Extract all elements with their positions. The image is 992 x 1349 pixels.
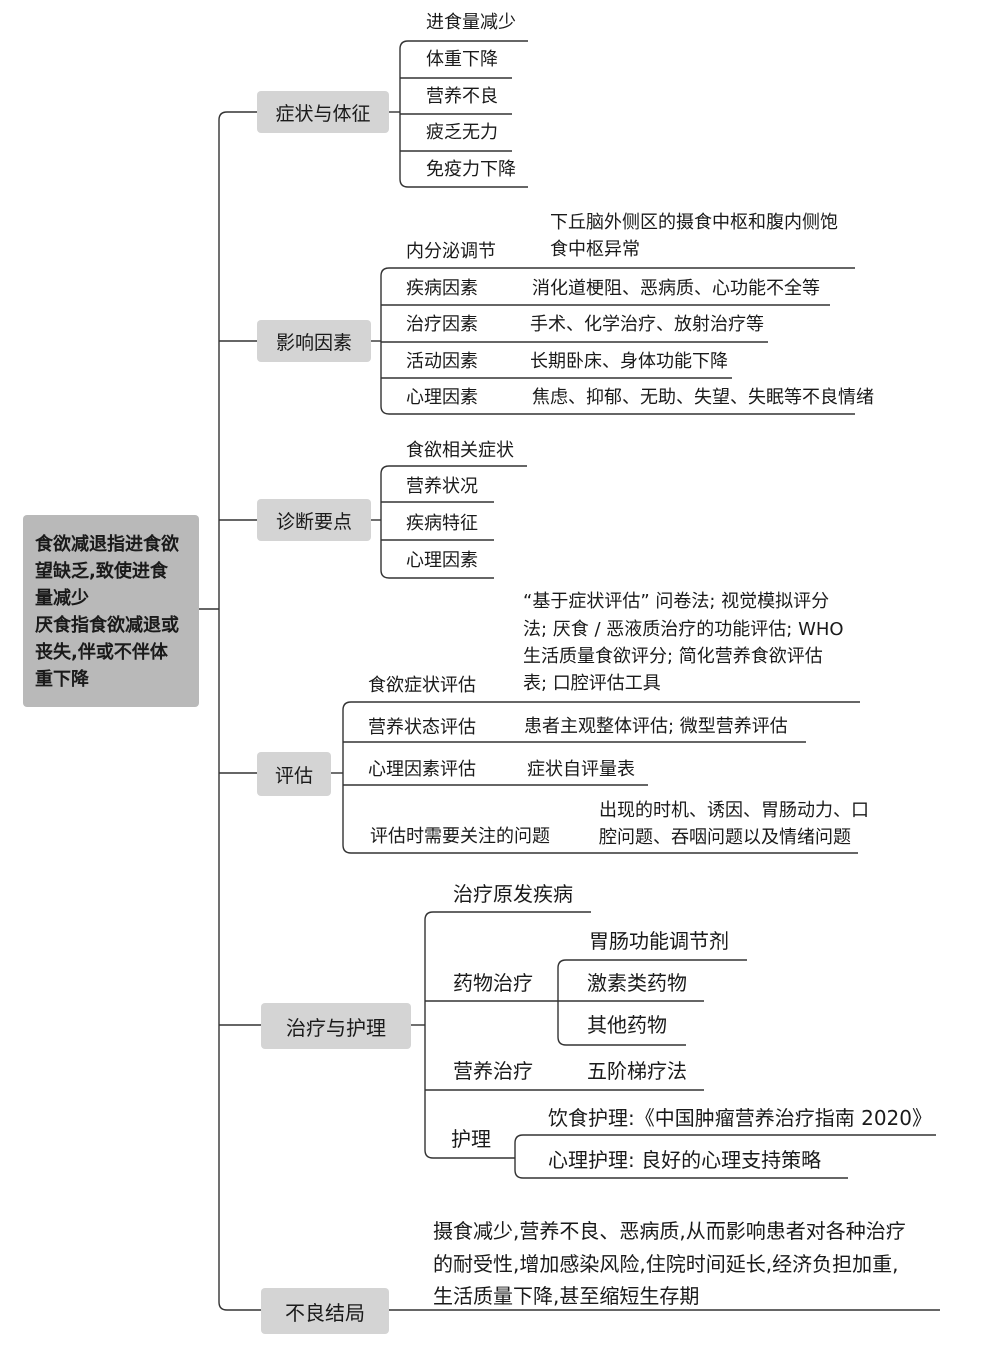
assessment-desc: 出现的时机、诱因、胃肠动力、口 <box>599 800 869 821</box>
symptom-item: 营养不良 <box>426 86 498 107</box>
factor-name: 活动因素 <box>406 351 478 372</box>
root-line: 量减少 <box>35 588 89 609</box>
assessment-desc: 法; 厌食 / 恶液质治疗的功能评估; WHO <box>523 619 844 640</box>
factor-desc: 食中枢异常 <box>550 239 640 260</box>
category-treatment: 治疗与护理 <box>261 1003 411 1049</box>
symptom-item: 疲乏无力 <box>426 122 498 143</box>
assessment-name: 食欲症状评估 <box>368 675 476 696</box>
assessment-name: 评估时需要关注的问题 <box>370 826 550 847</box>
assessment-desc: 症状自评量表 <box>527 759 635 780</box>
drug-item: 其他药物 <box>587 1013 667 1037</box>
symptom-item: 进食量减少 <box>426 12 516 33</box>
root-definition-box: 食欲减退指进食欲 望缺乏,致使进食 量减少 厌食指食欲减退或 丧失,伴或不伴体 … <box>23 515 199 707</box>
category-diagnosis: 诊断要点 <box>257 499 371 541</box>
outcome-text: 的耐受性,增加感染风险,住院时间延长,经济负担加重, <box>433 1252 899 1276</box>
treatment-primary: 治疗原发疾病 <box>453 882 573 906</box>
diagnosis-item: 疾病特征 <box>406 513 478 534</box>
category-symptoms: 症状与体征 <box>257 91 389 133</box>
diagnosis-item: 营养状况 <box>406 476 478 497</box>
drug-item: 激素类药物 <box>587 971 687 995</box>
nursing-item: 心理护理: 良好的心理支持策略 <box>548 1148 822 1172</box>
assessment-desc: 患者主观整体评估; 微型营养评估 <box>524 716 788 737</box>
assessment-desc: “基于症状评估” 问卷法; 视觉模拟评分 <box>523 591 830 612</box>
factor-desc: 长期卧床、身体功能下降 <box>530 351 728 372</box>
factor-name: 内分泌调节 <box>406 241 496 262</box>
symptom-item: 体重下降 <box>426 49 498 70</box>
treatment-nursing: 护理 <box>451 1127 491 1151</box>
outcome-text: 生活质量下降,甚至缩短生存期 <box>433 1284 700 1308</box>
nutrition-desc: 五阶梯疗法 <box>587 1059 687 1083</box>
assessment-desc: 表; 口腔评估工具 <box>523 673 661 694</box>
assessment-desc: 腔问题、吞咽问题以及情绪问题 <box>599 827 851 848</box>
factor-name: 心理因素 <box>406 387 478 408</box>
factor-desc: 下丘脑外侧区的摄食中枢和腹内侧饱 <box>550 212 838 233</box>
diagnosis-item: 食欲相关症状 <box>406 440 514 461</box>
root-line: 丧失,伴或不伴体 <box>35 642 168 663</box>
factor-name: 治疗因素 <box>406 314 478 335</box>
treatment-nutrition: 营养治疗 <box>453 1059 533 1083</box>
category-factors: 影响因素 <box>257 320 371 362</box>
drug-item: 胃肠功能调节剂 <box>589 929 729 953</box>
diagnosis-item: 心理因素 <box>406 550 478 571</box>
factor-desc: 消化道梗阻、恶病质、心功能不全等 <box>532 278 820 299</box>
root-line: 食欲减退指进食欲 <box>35 534 179 555</box>
factor-desc: 焦虑、抑郁、无助、失望、失眠等不良情绪 <box>532 387 874 408</box>
treatment-drug: 药物治疗 <box>453 971 533 995</box>
outcome-text: 摄食减少,营养不良、恶病质,从而影响患者对各种治疗 <box>433 1219 906 1243</box>
category-assessment: 评估 <box>257 752 331 796</box>
factor-desc: 手术、化学治疗、放射治疗等 <box>530 314 764 335</box>
assessment-name: 营养状态评估 <box>368 717 476 738</box>
symptom-item: 免疫力下降 <box>426 159 516 180</box>
nursing-item: 饮食护理:《中国肿瘤营养治疗指南 2020》 <box>548 1106 932 1130</box>
root-line: 望缺乏,致使进食 <box>35 561 168 582</box>
assessment-name: 心理因素评估 <box>368 759 476 780</box>
factor-name: 疾病因素 <box>406 278 478 299</box>
root-line: 厌食指食欲减退或 <box>35 615 179 636</box>
assessment-desc: 生活质量食欲评分; 简化营养食欲评估 <box>523 646 823 667</box>
root-line: 重下降 <box>35 669 89 690</box>
category-outcome: 不良结局 <box>261 1288 389 1334</box>
